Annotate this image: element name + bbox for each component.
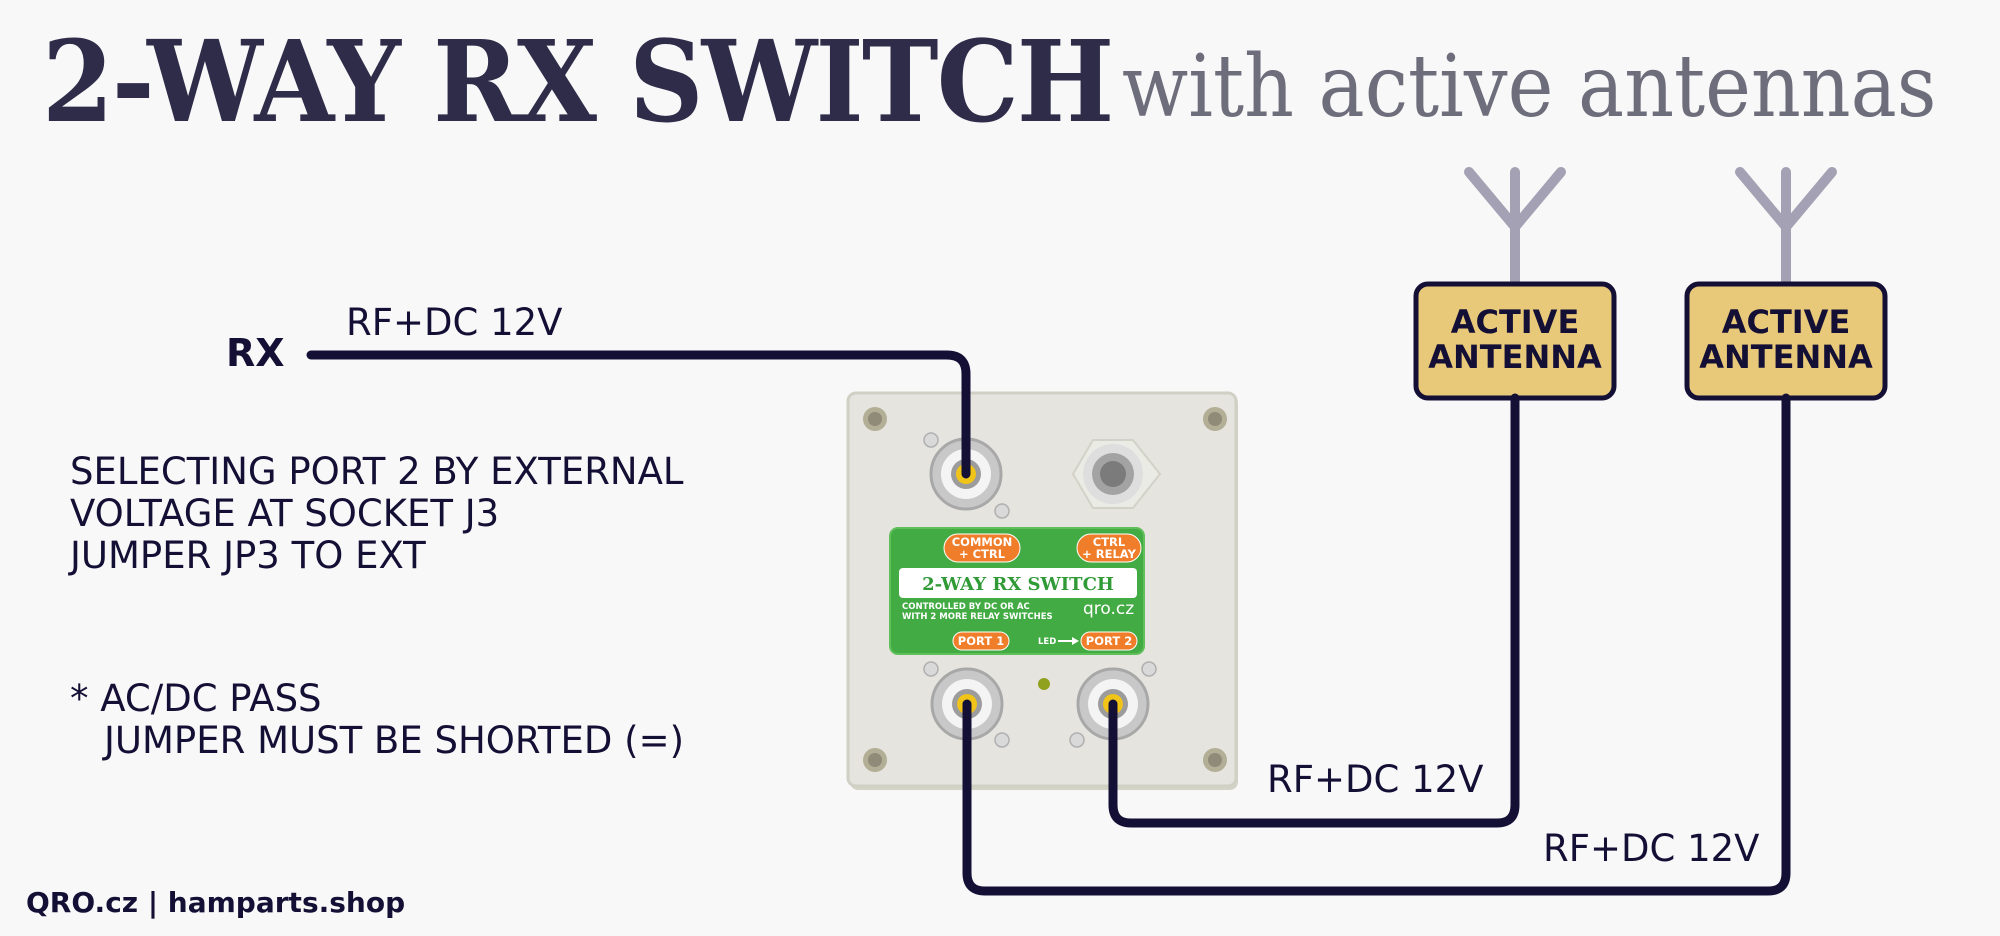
antenna-mast-icon xyxy=(1735,167,1837,289)
note-line: JUMPER MUST BE SHORTED (=) xyxy=(104,719,685,762)
led-label: LED xyxy=(1038,637,1056,647)
switch-enclosure: COMMON + CTRL CTRL + RELAY 2-WAY RX SWIT… xyxy=(846,391,1238,790)
antenna-label-line2: ANTENNA xyxy=(1428,338,1602,376)
note-line: VOLTAGE AT SOCKET J3 xyxy=(70,492,500,535)
antenna-mast-icon xyxy=(1464,167,1566,289)
port2-cable xyxy=(1108,393,1520,828)
rx-label: RX xyxy=(226,331,285,375)
antenna-label-line1: ACTIVE xyxy=(1451,303,1580,341)
acdc-pass-note: * AC/DC PASS JUMPER MUST BE SHORTED (=) xyxy=(70,678,684,762)
port-selection-note: SELECTING PORT 2 BY EXTERNAL VOLTAGE AT … xyxy=(70,451,684,577)
mounting-screw-icon xyxy=(863,407,1227,772)
led-indicator-icon xyxy=(1038,678,1050,690)
rx-cable xyxy=(306,350,971,479)
device-description-line2: WITH 2 MORE RELAY SWITCHES xyxy=(902,612,1053,622)
antenna-label-line1: ACTIVE xyxy=(1722,303,1851,341)
port1-tag: PORT 1 xyxy=(958,634,1004,648)
antenna1-cable-label: RF+DC 12V xyxy=(1267,758,1484,801)
note-line: SELECTING PORT 2 BY EXTERNAL xyxy=(70,450,684,493)
rx-cable-label: RF+DC 12V xyxy=(346,301,563,344)
port2-tag: PORT 2 xyxy=(1086,634,1132,648)
tag-ctrl-line1: CTRL xyxy=(1093,535,1126,549)
tag-ctrl-line2: + RELAY xyxy=(1082,547,1136,561)
arrow-right-icon xyxy=(1058,637,1079,645)
brand-logo: qro.cz xyxy=(1083,599,1134,619)
note-line: JUMPER JP3 TO EXT xyxy=(70,534,426,577)
device-label: COMMON + CTRL CTRL + RELAY 2-WAY RX SWIT… xyxy=(889,527,1145,655)
cable-gland-icon xyxy=(1071,439,1162,509)
device-label-title: 2-WAY RX SWITCH xyxy=(922,574,1114,595)
antenna-1: ACTIVE ANTENNA xyxy=(1413,167,1617,401)
device-description-line1: CONTROLLED BY DC OR AC xyxy=(902,602,1030,612)
page-title: 2-WAY RX SWITCH xyxy=(42,17,1114,148)
antenna2-cable-label: RF+DC 12V xyxy=(1543,827,1760,870)
footer-credits: QRO.cz | hamparts.shop xyxy=(26,886,406,919)
note-line: * AC/DC PASS xyxy=(70,677,322,720)
connector-screw-icon xyxy=(923,432,1157,748)
antenna-label-line2: ANTENNA xyxy=(1699,338,1873,376)
port1-cable xyxy=(962,393,1791,896)
tag-common-line1: COMMON xyxy=(952,535,1013,549)
tag-common-line2: + CTRL xyxy=(959,547,1006,561)
antenna-2: ACTIVE ANTENNA xyxy=(1684,167,1888,401)
page-subtitle: with active antennas xyxy=(1122,37,1937,137)
